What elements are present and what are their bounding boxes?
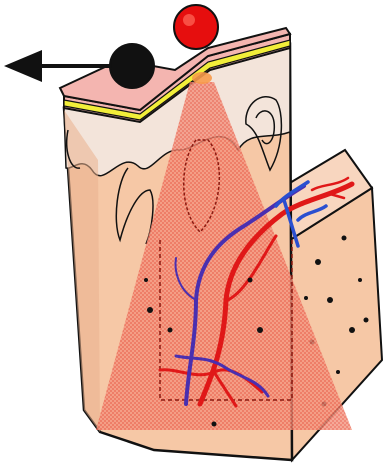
light-source-icon — [174, 5, 218, 49]
black-ball-icon — [110, 44, 154, 88]
entry-point — [192, 72, 212, 84]
